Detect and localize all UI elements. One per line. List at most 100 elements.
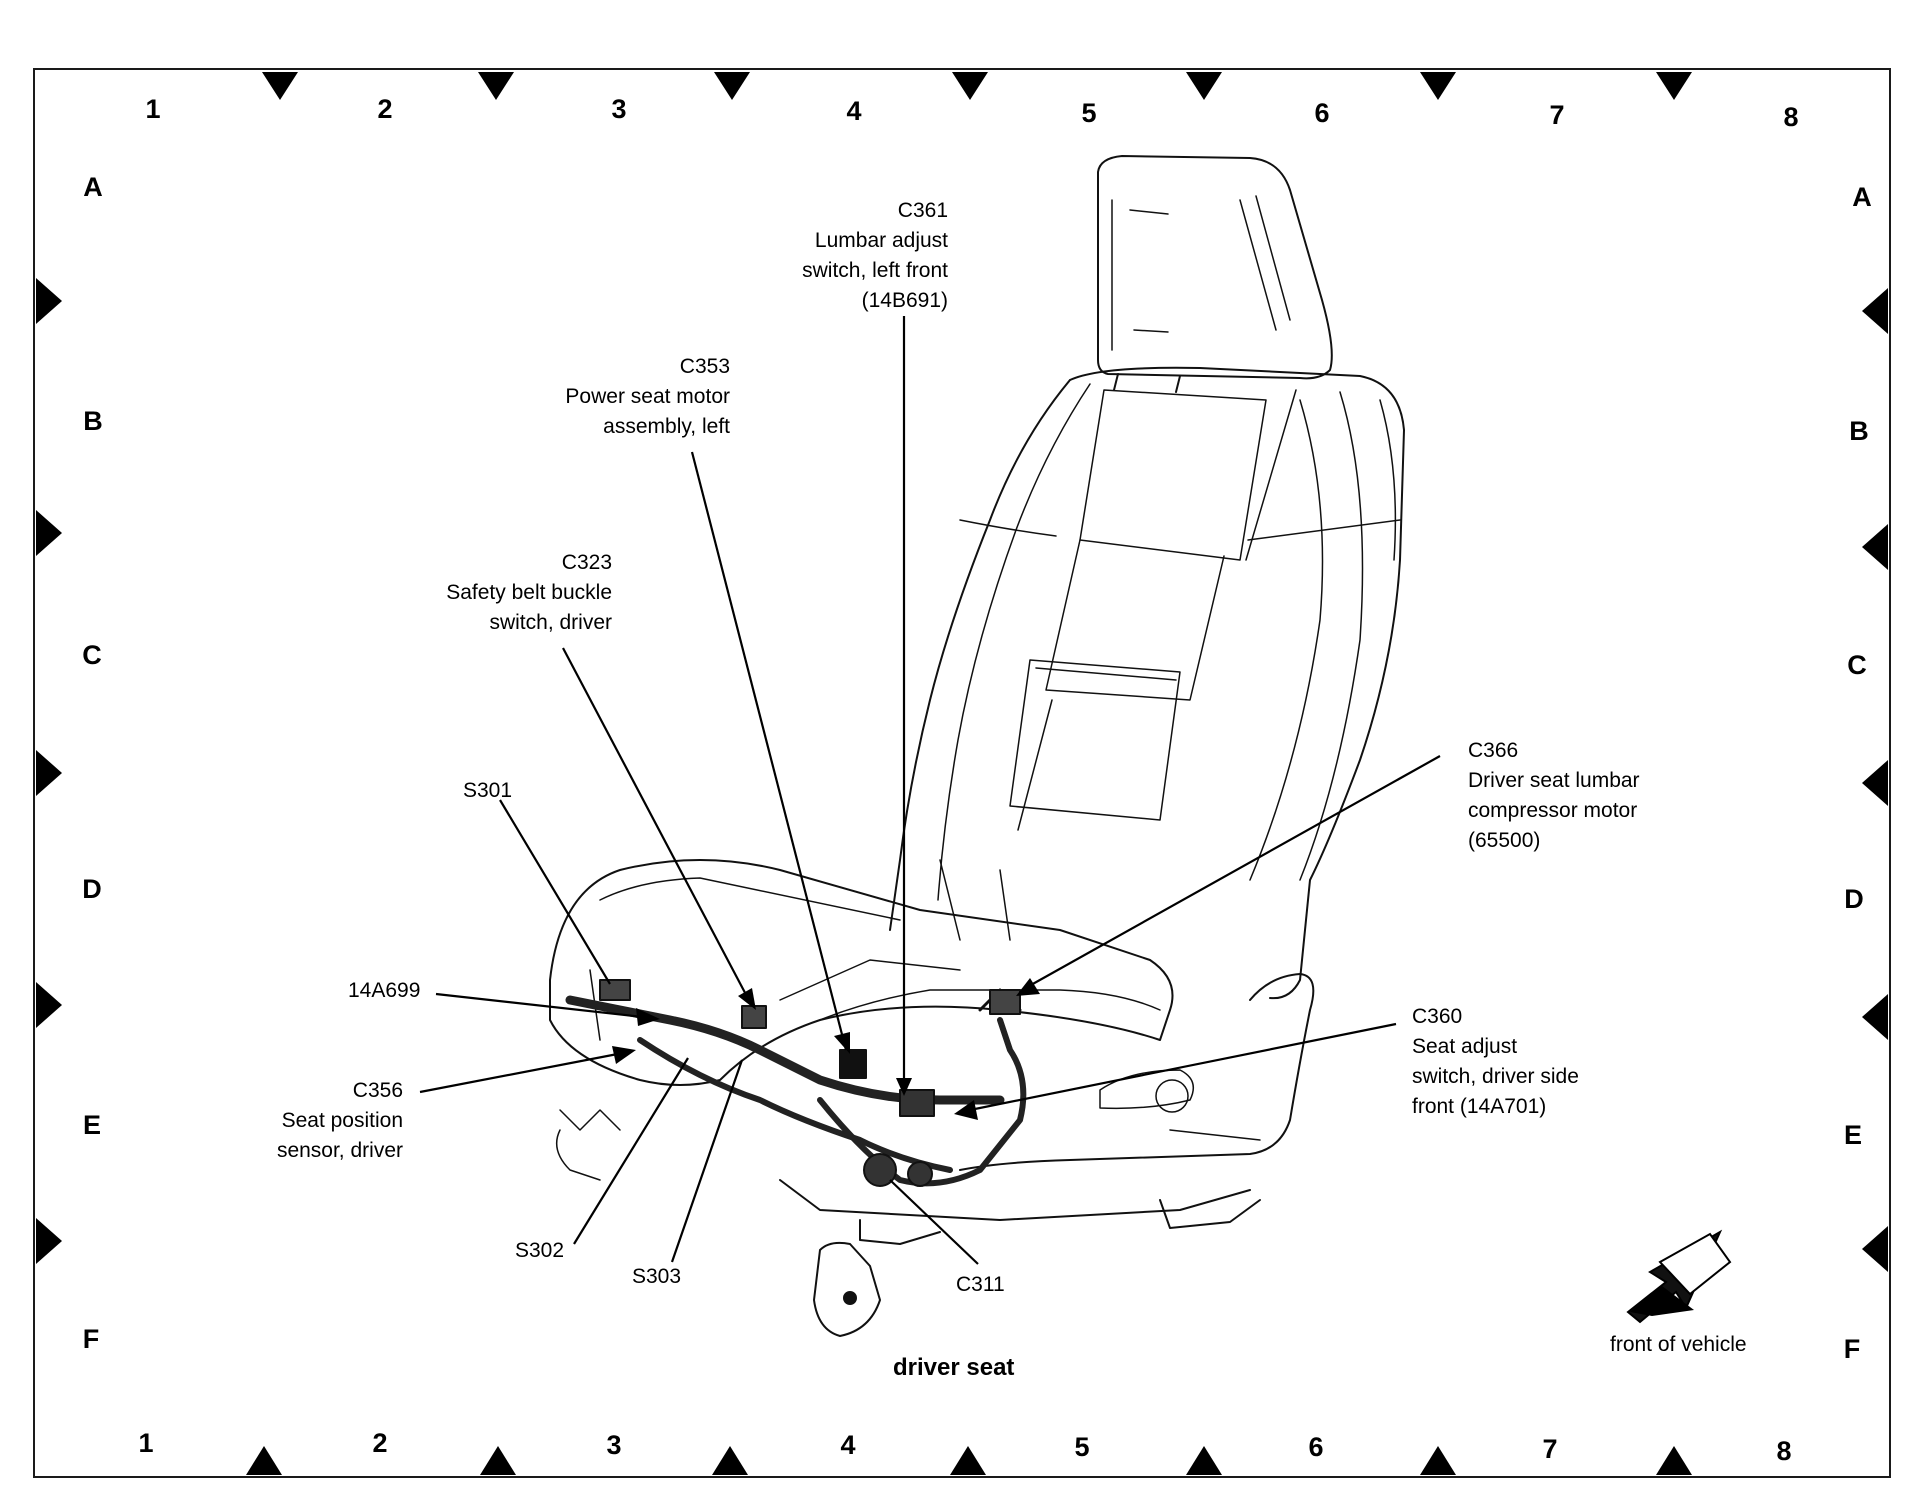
callout-c361-id: C361 (897, 199, 948, 222)
callout-c366: C366 Driver seat lumbar compressor motor… (1468, 736, 1640, 856)
arrow-c361 (896, 1078, 912, 1096)
callout-c361-line3: (14B691) (861, 289, 948, 312)
callout-c366-line1: Driver seat lumbar (1468, 769, 1640, 792)
right-border-markers (1862, 288, 1888, 1272)
connector-s301 (599, 979, 631, 1001)
callout-c366-line2: compressor motor (1468, 799, 1638, 822)
grid-col-bottom-8: 8 (1776, 1436, 1792, 1466)
grid-col-bottom-6: 6 (1308, 1432, 1324, 1462)
grid-row-left-b: B (83, 406, 103, 436)
grid-col-bottom-1: 1 (138, 1428, 154, 1458)
arrow-c356 (612, 1046, 636, 1064)
callout-14a699: 14A699 (348, 976, 420, 1006)
grid-row-right-e: E (1843, 1120, 1862, 1150)
leader-c323 (562, 647, 753, 1007)
callout-c360-line3: front (14A701) (1412, 1095, 1547, 1118)
top-border-markers (262, 72, 1692, 100)
connector-c353 (839, 1049, 867, 1079)
leader-s301 (499, 799, 611, 985)
callout-c311-id: C311 (956, 1273, 1005, 1296)
callout-c353-line2: assembly, left (603, 415, 730, 438)
grid-col-top-5: 5 (1081, 98, 1097, 128)
marker-bottom-6 (1420, 1446, 1456, 1475)
marker-bottom-3 (712, 1446, 748, 1475)
marker-bottom-1 (246, 1446, 282, 1475)
grid-row-right-d: D (1844, 884, 1864, 914)
headrest (1097, 155, 1333, 380)
marker-top-1 (262, 72, 298, 100)
callout-c323: C323 Safety belt buckle switch, driver (446, 548, 612, 638)
grid-row-left-f: F (82, 1324, 100, 1354)
marker-right-1 (1862, 288, 1888, 334)
marker-bottom-7 (1656, 1446, 1692, 1475)
leader-c360 (959, 1022, 1397, 1114)
seat-track (779, 1179, 1251, 1221)
callout-c366-id: C366 (1468, 739, 1519, 762)
callout-c353: C353 Power seat motor assembly, left (565, 352, 730, 442)
callout-s303: S303 (632, 1262, 681, 1292)
callout-c360-line1: Seat adjust (1412, 1035, 1518, 1058)
marker-bottom-4 (950, 1446, 986, 1475)
grid-col-bottom-4: 4 (840, 1430, 856, 1460)
connector-c323 (741, 1005, 767, 1029)
arrow-c353 (834, 1032, 850, 1054)
connector-c366 (989, 989, 1021, 1015)
callout-c361-line2: switch, left front (802, 259, 948, 282)
grid-col-bottom-7: 7 (1542, 1434, 1558, 1464)
grid-row-left-e: E (82, 1110, 101, 1140)
leader-c353 (690, 451, 848, 1051)
wiring-harness (565, 995, 1005, 1105)
grid-col-top-1: 1 (145, 94, 161, 124)
marker-right-2 (1862, 524, 1888, 570)
grid-col-top-2: 2 (377, 94, 393, 124)
callout-c360-line2: switch, driver side (1412, 1065, 1579, 1088)
arrow-c366 (1016, 978, 1040, 996)
callout-c360: C360 Seat adjust switch, driver side fro… (1412, 1002, 1579, 1122)
backrest-outer (1069, 366, 1405, 1000)
marker-right-4 (1862, 994, 1888, 1040)
marker-left-2 (36, 510, 62, 556)
callout-c356-line2: sensor, driver (276, 1139, 403, 1162)
marker-top-5 (1186, 72, 1222, 100)
leader-c311 (889, 1179, 979, 1265)
front-of-vehicle-arrow (1626, 1229, 1732, 1324)
connector-c311 (863, 1153, 897, 1187)
grid-col-top-8: 8 (1783, 102, 1799, 132)
marker-top-4 (952, 72, 988, 100)
callout-c353-id: C353 (679, 355, 730, 378)
connector-c361 (899, 1089, 935, 1117)
arrow-14a699 (636, 1008, 660, 1026)
grid-row-right-b: B (1849, 416, 1869, 446)
callout-c366-line3: (65500) (1468, 829, 1541, 852)
backrest-left-edge (889, 379, 1071, 931)
arrow-c360 (954, 1100, 978, 1120)
grid-col-bottom-3: 3 (606, 1430, 622, 1460)
marker-right-3 (1862, 760, 1888, 806)
grid-row-right-c: C (1847, 650, 1867, 680)
callout-c323-line2: switch, driver (489, 611, 612, 634)
callout-s302: S302 (515, 1236, 564, 1266)
leader-c366 (1021, 755, 1441, 991)
leader-s303 (670, 1059, 744, 1263)
diagram-caption: driver seat (893, 1354, 1015, 1381)
bottom-border-markers (246, 1446, 1692, 1475)
marker-left-1 (36, 278, 62, 324)
left-border-markers (36, 278, 62, 1264)
marker-bottom-5 (1186, 1446, 1222, 1475)
grid-col-bottom-2: 2 (372, 1428, 388, 1458)
marker-top-7 (1656, 72, 1692, 100)
grid-row-right-a: A (1852, 182, 1872, 212)
marker-left-5 (36, 1218, 62, 1264)
marker-top-6 (1420, 72, 1456, 100)
leader-c356 (419, 1050, 629, 1094)
leader-s302 (573, 1057, 689, 1245)
callout-c356-line1: Seat position (281, 1109, 403, 1132)
grid-col-top-6: 6 (1314, 98, 1330, 128)
diagram-frame (33, 68, 1891, 1478)
grid-col-top-4: 4 (846, 96, 862, 126)
marker-top-2 (478, 72, 514, 100)
callout-14a699-id: 14A699 (348, 979, 421, 1002)
callout-c323-id: C323 (561, 551, 612, 574)
